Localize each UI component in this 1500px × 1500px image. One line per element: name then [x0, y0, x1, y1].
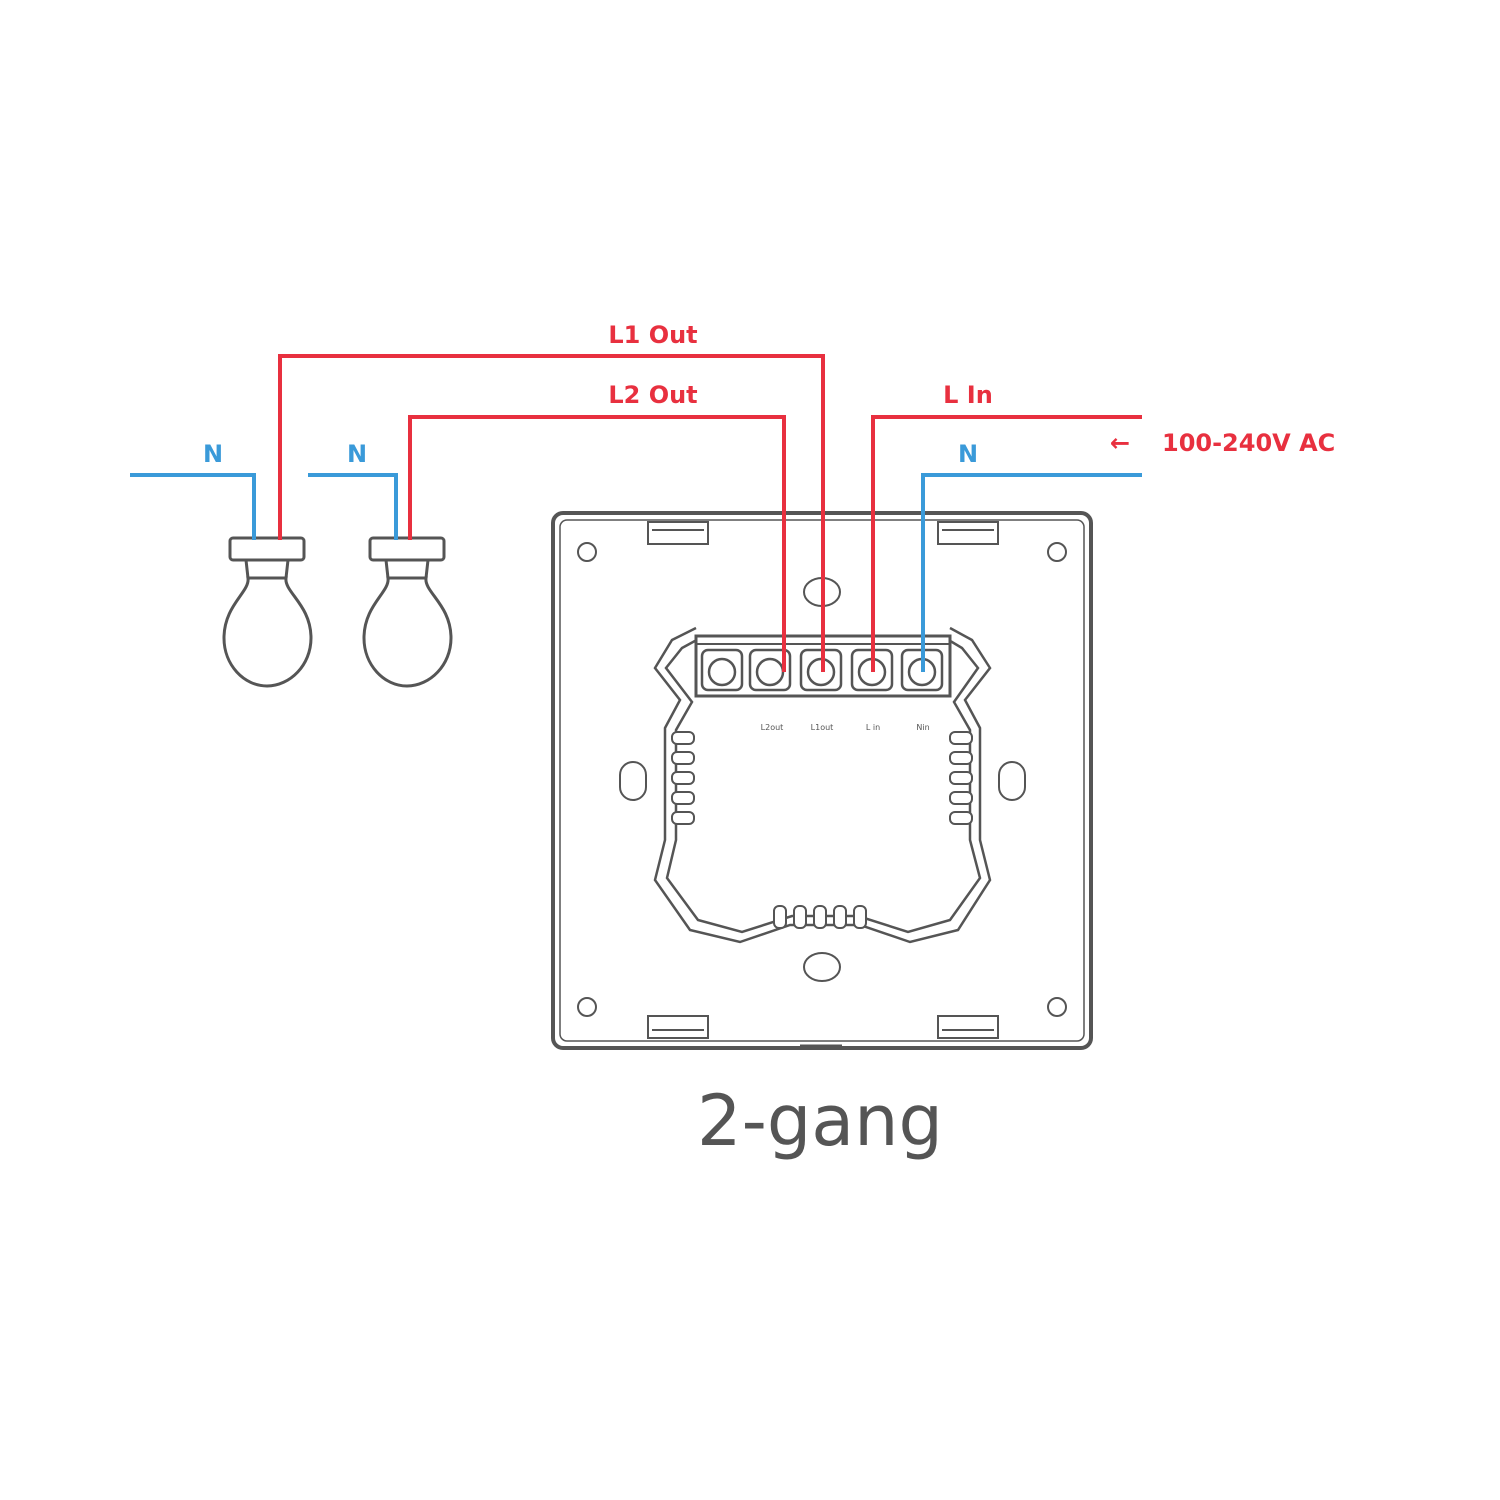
wire-n-bulb1 — [130, 473, 256, 540]
wire-n-in — [921, 473, 1142, 672]
label-n-supply: N — [958, 440, 978, 468]
terminal-labels: L2out L1out L in Nin — [761, 723, 930, 732]
diagram-caption: 2-gang — [697, 1080, 943, 1162]
wire-l2-out — [408, 415, 786, 672]
wire-l1-out — [278, 354, 825, 672]
live-wires — [278, 354, 1142, 672]
label-l2-out: L2 Out — [608, 381, 697, 409]
neutral-wires — [130, 473, 1142, 672]
label-l1-out: L1 Out — [608, 321, 697, 349]
terminal-label-n: Nin — [916, 723, 929, 732]
terminal-label-lin: L in — [866, 723, 880, 732]
wire-l-in — [871, 415, 1142, 672]
terminal-label-l1: L1out — [811, 723, 834, 732]
label-l-in: L In — [943, 381, 993, 409]
bulb-2-icon — [362, 536, 453, 688]
mount-clips — [647, 521, 999, 1039]
label-n-bulb1: N — [203, 440, 223, 468]
screw-holes — [577, 542, 1067, 1017]
bulb-1-icon — [222, 536, 313, 688]
label-n-bulb2: N — [347, 440, 367, 468]
terminal-label-l2: L2out — [761, 723, 784, 732]
side-ribs — [671, 731, 973, 929]
label-supply-voltage: 100-240V AC — [1162, 429, 1335, 457]
supply-arrow-icon: ← — [1110, 429, 1130, 457]
wire-n-bulb2 — [308, 473, 398, 540]
